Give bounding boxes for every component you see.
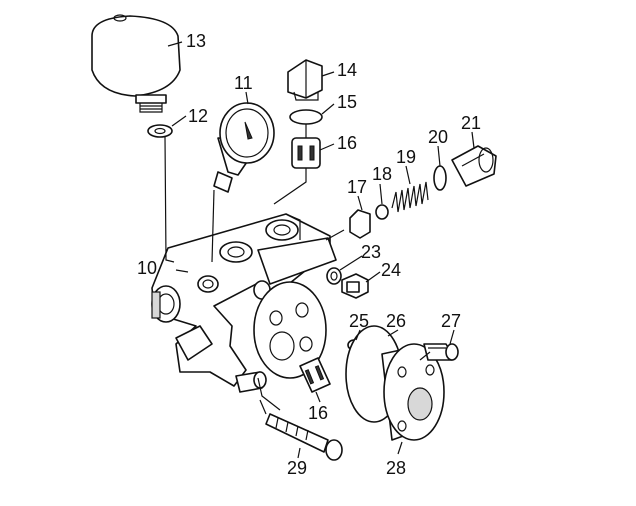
part-21-valve-seat xyxy=(451,145,497,187)
callout-27: 27 xyxy=(441,311,461,331)
callout-11: 11 xyxy=(234,73,253,93)
callout-20: 20 xyxy=(428,127,448,147)
callout-14: 14 xyxy=(337,60,357,80)
callout-23: 23 xyxy=(361,242,381,262)
part-19-spring xyxy=(391,181,429,213)
part-27-socket-screw xyxy=(423,343,459,361)
part-13-accumulator xyxy=(91,14,181,113)
part-20-o-ring xyxy=(433,165,447,191)
part-18-washer xyxy=(375,204,389,220)
callout-28: 28 xyxy=(386,458,406,478)
callout-26: 26 xyxy=(386,311,406,331)
callout-17: 17 xyxy=(347,177,367,197)
callout-13: 13 xyxy=(186,31,206,51)
callout-18: 18 xyxy=(372,164,392,184)
part-17-nut xyxy=(349,209,371,239)
callout-12: 12 xyxy=(188,106,208,126)
flange-face xyxy=(253,281,327,379)
callout-16-bottom: 16 xyxy=(308,403,328,423)
part-29-long-screw xyxy=(265,413,343,461)
callout-labels: 13 12 11 14 15 16 17 18 19 20 21 10 23 2… xyxy=(137,31,481,478)
callout-15: 15 xyxy=(337,92,357,112)
callout-29: 29 xyxy=(287,458,307,478)
callout-16-top: 16 xyxy=(337,133,357,153)
part-16-valve-top xyxy=(291,137,321,169)
part-15-o-ring xyxy=(289,109,323,125)
assembly-guide-lines xyxy=(164,124,431,415)
part-11-pressure-gauge xyxy=(213,102,275,193)
callout-10: 10 xyxy=(137,258,157,278)
callout-24: 24 xyxy=(381,260,401,280)
callout-25: 25 xyxy=(349,311,369,331)
callout-21: 21 xyxy=(461,113,481,133)
callout-19: 19 xyxy=(396,147,416,167)
part-28-cover xyxy=(381,343,445,441)
callout-leaders xyxy=(167,41,475,459)
part-23-washer xyxy=(326,267,342,285)
part-24-screw xyxy=(341,273,369,299)
part-12-washer xyxy=(147,124,173,138)
part-16-valve-bottom xyxy=(299,357,331,393)
part-14-plug xyxy=(287,59,323,101)
part-10-manifold xyxy=(151,213,337,393)
